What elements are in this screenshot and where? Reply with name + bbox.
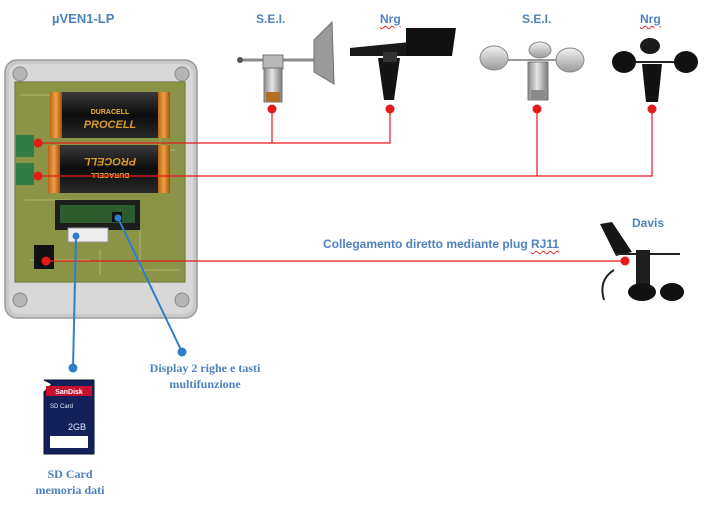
sd-card-label-line1: SD Card — [47, 467, 93, 481]
sei-wind-vane — [237, 20, 335, 103]
sd-card-label: SD Card memoria dati — [15, 466, 125, 498]
wire-connection-points — [33, 104, 657, 266]
battery-bottom-brand: DURACELL — [90, 171, 129, 178]
callout-dots — [68, 214, 187, 373]
rj11-plug-text: RJ11 — [531, 237, 560, 251]
davis-anemometer — [600, 222, 684, 301]
display-callout-line1: Display 2 righe e tasti — [149, 361, 261, 375]
rj11-connection-label: Collegamento diretto mediante plug RJ11 — [323, 237, 559, 251]
sd-card-capacity: 2GB — [68, 422, 86, 432]
sensor-label-nrg-1: Nrg — [380, 12, 401, 26]
display-callout-label: Display 2 righe e tasti multifunzione — [140, 360, 270, 392]
sd-card-type: SD Card — [50, 404, 73, 410]
sensor-label-nrg-2: Nrg — [640, 12, 661, 26]
sd-card-icon: SanDisk SD Card 2GB — [43, 379, 95, 455]
sensor-label-sei-1: S.E.I. — [256, 12, 286, 26]
rj11-connection-text: Collegamento diretto mediante plug — [323, 237, 532, 251]
display-callout-line2: multifunzione — [169, 377, 241, 391]
battery-top: DURACELL PROCELL — [50, 92, 170, 138]
nrg-wind-vane — [350, 28, 456, 100]
sd-card-label-line2: memoria dati — [35, 483, 105, 497]
battery-bottom-model: PROCELL — [83, 155, 136, 167]
battery-bottom: DURACELL PROCELL — [48, 145, 170, 193]
callout-lines — [72, 217, 183, 369]
sd-card-brand: SanDisk — [55, 389, 83, 396]
battery-top-brand: DURACELL — [91, 109, 130, 116]
sensor-label-sei-2: S.E.I. — [522, 12, 552, 26]
davis-label: Davis — [632, 216, 665, 230]
sensor-wires — [38, 109, 653, 262]
nrg-anemometer — [612, 38, 698, 102]
device-title: µVEN1-LP — [52, 11, 115, 26]
battery-top-model: PROCELL — [84, 119, 137, 131]
sei-anemometer — [479, 41, 585, 101]
